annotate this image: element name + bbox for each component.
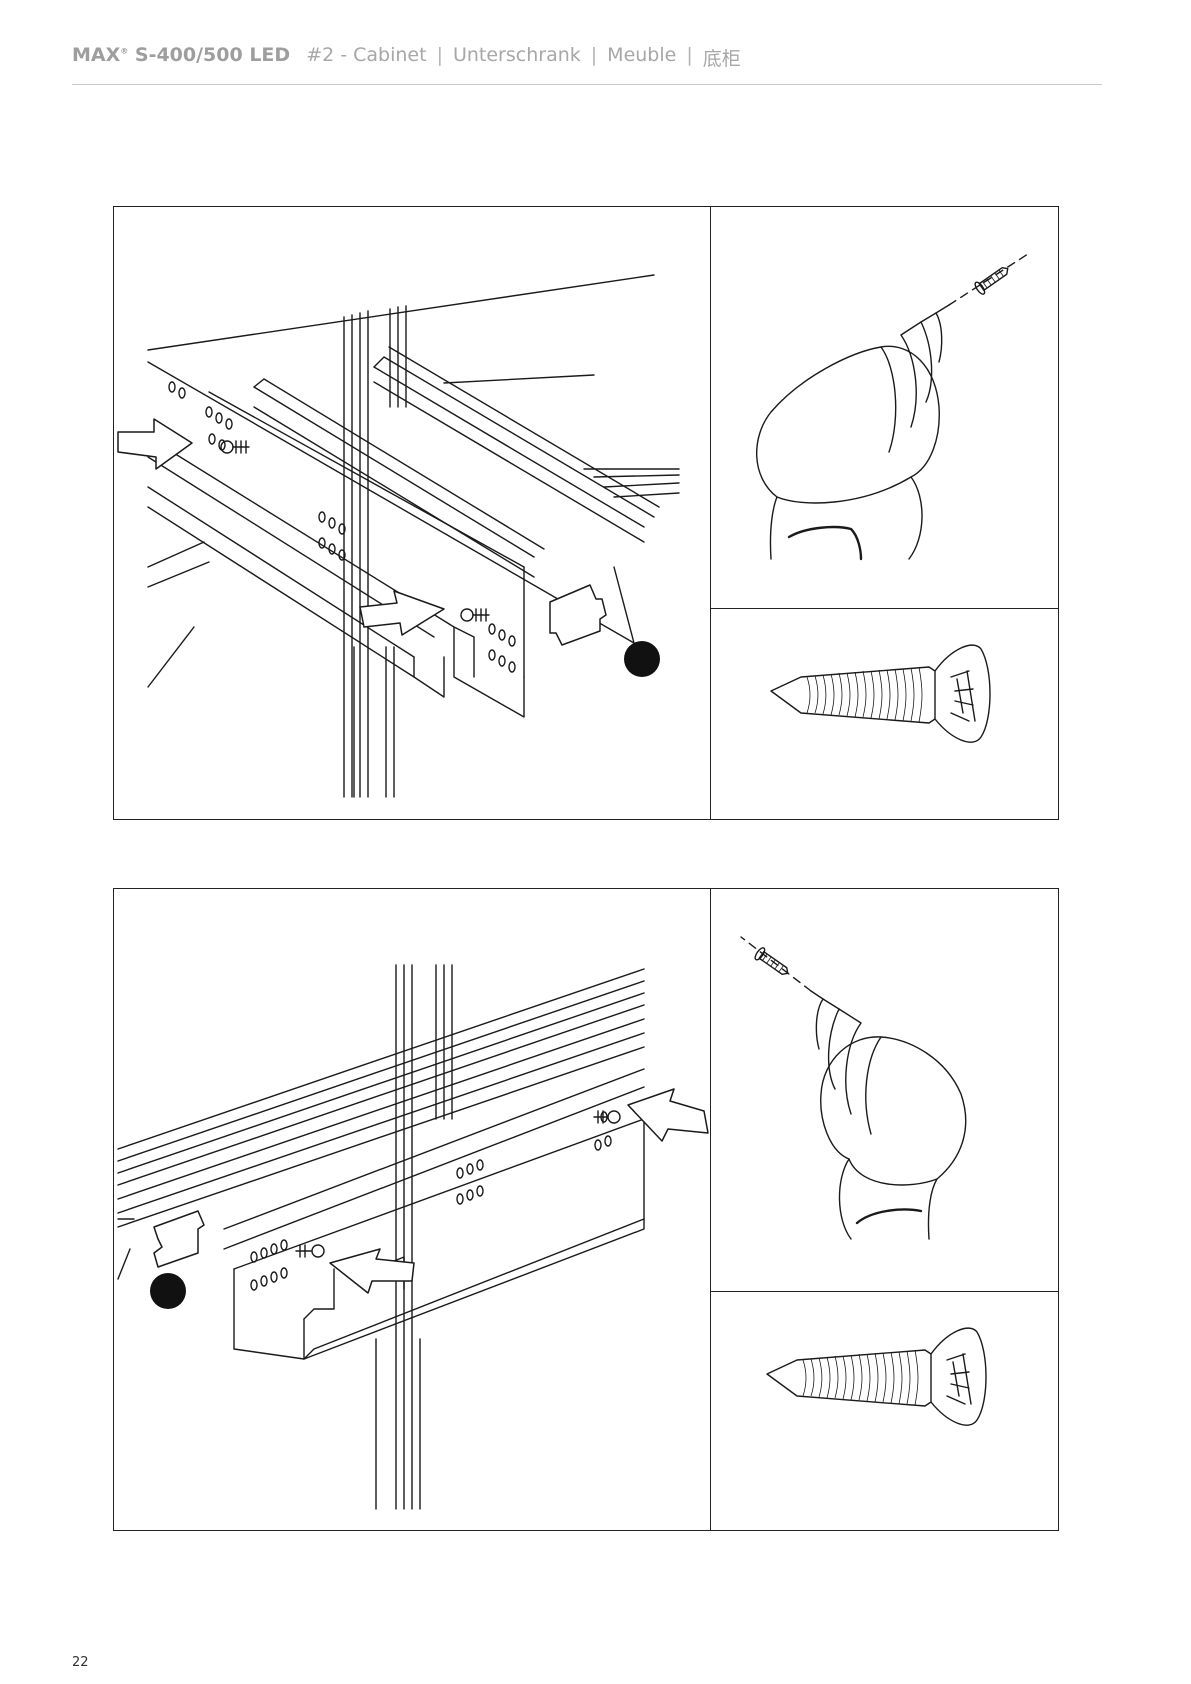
instruction-panel-1 [113,206,1059,820]
header-separator: | [686,44,692,66]
section-title-fr: Meuble [607,44,676,66]
section-title-zh: 底柜 [703,44,741,71]
marker-dot [624,641,660,677]
product-name: MAX® S-400/500 LED [72,44,290,66]
screw-icon [711,1292,1059,1530]
section-title-de: Unterschrank [453,44,581,66]
instruction-panel-2 [113,888,1059,1531]
arrow-icon [628,1089,708,1141]
drawer-rail-right-mount-diagram [114,889,710,1530]
header-separator: | [437,44,443,66]
header-separator: | [591,44,597,66]
page-number: 22 [72,1655,89,1670]
section-title: #2 - Cabinet [306,44,426,66]
screw-icon [711,609,1059,819]
drill-screwdriver-icon [711,207,1059,607]
arrow-icon [330,1249,414,1293]
drawer-rail-left-mount-diagram [114,207,710,819]
page-header: MAX® S-400/500 LED #2 - Cabinet | Unters… [72,44,1102,85]
drill-screwdriver-icon [711,889,1059,1291]
marker-dot [150,1273,186,1309]
